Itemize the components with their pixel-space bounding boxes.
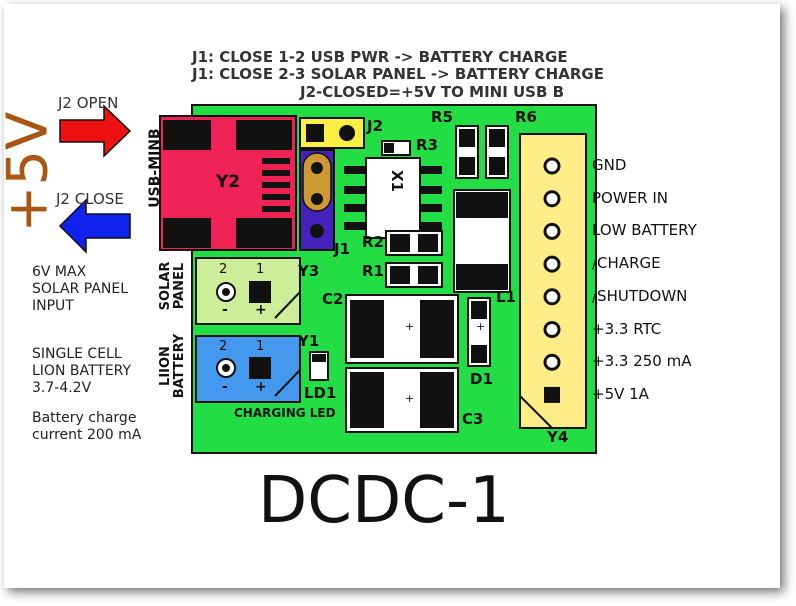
ref-y4: Y4	[547, 428, 569, 446]
led-ld1	[309, 351, 329, 381]
ref-c3: C3	[462, 410, 484, 428]
diode-d1	[467, 297, 491, 367]
charge-note-2: current 200 mA	[32, 427, 142, 443]
ref-x1: X1	[388, 169, 407, 193]
battery-minus: -	[222, 379, 228, 395]
d1-plus: +	[476, 320, 486, 333]
pin-label: GND	[592, 156, 627, 174]
y4-pin	[543, 190, 561, 208]
battery-label-1: LIION	[158, 346, 173, 386]
charge-note-1: Battery charge	[32, 410, 137, 426]
jumper-j2	[299, 117, 365, 149]
solar-minus: -	[222, 302, 228, 318]
capacitor-c2	[345, 294, 459, 364]
j2-open-label: J2 OPEN	[58, 94, 119, 112]
solar-label-2: PANEL	[172, 262, 187, 310]
c3-plus: +	[405, 392, 415, 405]
resistor-r1	[385, 262, 443, 288]
jumper-note-line3: J2-CLOSED=+5V TO MINI USB B	[300, 83, 565, 101]
ref-j1: J1	[334, 240, 351, 258]
solar-pin1: 1	[256, 262, 265, 277]
y4-pin	[543, 321, 561, 338]
c2-plus: +	[405, 320, 415, 333]
battery-plus: +	[255, 379, 267, 395]
ref-r2: R2	[362, 233, 384, 251]
ref-y1: Y1	[298, 332, 320, 350]
pin-label: +5V 1A	[592, 384, 649, 403]
pin-label: LOW BATTERY	[592, 221, 697, 240]
battery-pin2: 2	[219, 339, 228, 354]
resistor-r6	[485, 125, 509, 179]
pin-label: POWER IN	[592, 188, 668, 207]
jumper-j1	[299, 149, 335, 251]
solar-pin2: 2	[219, 262, 228, 277]
y4-pin	[543, 288, 561, 306]
battery-note-3: 3.7-4.2V	[32, 380, 92, 396]
pin-label: /CHARGE	[592, 254, 661, 273]
solar-note-2: SOLAR PANEL	[32, 281, 129, 297]
solar-plus: +	[255, 302, 267, 318]
y4-pin	[543, 353, 561, 371]
pin-label: +3.3 RTC	[592, 319, 662, 338]
arrow-j2-open	[59, 104, 132, 158]
inductor-l1	[453, 189, 511, 293]
battery-note-2: LION BATTERY	[32, 363, 132, 379]
ref-r3: R3	[416, 136, 438, 154]
ref-j2: J2	[367, 117, 384, 135]
arrow-j2-close	[58, 198, 131, 254]
charging-led-label: CHARGING LED	[234, 406, 336, 420]
solar-panel-label: SOLAR PANEL	[158, 253, 187, 319]
usb-label: USB-MINB	[147, 128, 163, 208]
ref-l1: L1	[496, 288, 516, 306]
ref-r5: R5	[431, 108, 453, 126]
battery-pin1: 1	[256, 339, 265, 354]
ref-r1: R1	[362, 262, 384, 280]
j2-close-label: J2 CLOSE	[56, 190, 124, 208]
solar-label-1: SOLAR	[158, 261, 173, 311]
pin-label: +3.3 250 mA	[592, 352, 692, 371]
capacitor-c3	[345, 367, 459, 433]
y4-pin	[543, 222, 561, 240]
solar-note-1: 6V MAX	[32, 264, 87, 280]
battery-label: LIION BATTERY	[158, 333, 187, 399]
resistor-r2	[385, 230, 443, 256]
ref-c2: C2	[322, 290, 344, 308]
header-y4-pins	[543, 157, 561, 403]
ref-y3: Y3	[298, 262, 320, 280]
y4-pin	[543, 255, 561, 273]
solar-connector-y3	[195, 257, 301, 325]
jumper-note-line2: J1: CLOSE 2-3 SOLAR PANEL -> BATTERY CHA…	[192, 65, 604, 83]
battery-label-2: BATTERY	[172, 333, 187, 399]
ref-r6: R6	[515, 108, 537, 126]
y4-pin-square	[544, 386, 560, 403]
battery-connector-y1	[195, 335, 301, 403]
header-y4	[519, 133, 587, 429]
solar-note-3: INPUT	[32, 298, 74, 314]
pin-label: /SHUTDOWN	[592, 286, 688, 305]
usb-connector-y2	[159, 115, 297, 251]
ref-d1: D1	[470, 370, 493, 388]
ic-x1	[344, 157, 442, 239]
ref-ld1: LD1	[304, 384, 337, 402]
plus5v-label: +5V	[0, 111, 61, 233]
jumper-note-line1: J1: CLOSE 1-2 USB PWR -> BATTERY CHARGE	[192, 48, 568, 66]
battery-note-1: SINGLE CELL	[32, 346, 122, 362]
y4-pin	[543, 157, 561, 175]
ref-y2: Y2	[216, 172, 241, 192]
resistor-r5	[455, 125, 479, 179]
page-title: DCDC-1	[258, 464, 510, 538]
